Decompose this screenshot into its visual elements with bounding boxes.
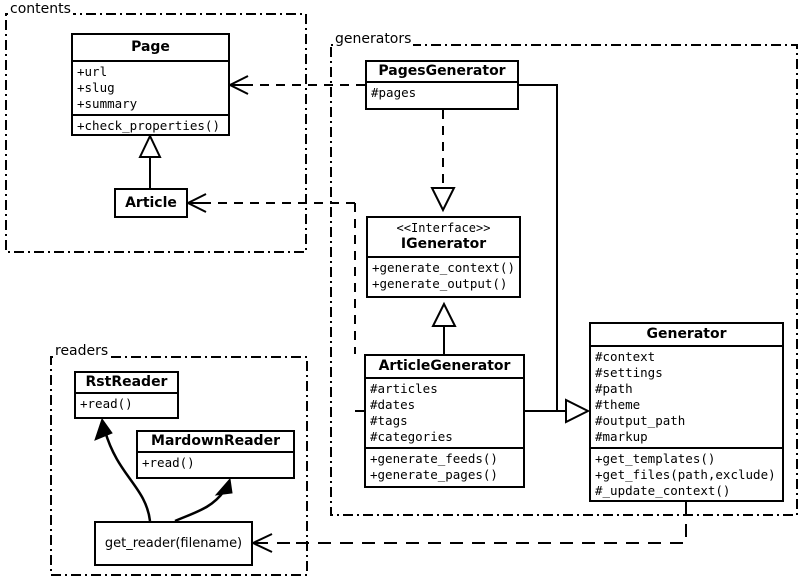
method-row: +read() [80, 396, 133, 411]
class-methods-mardown-reader: +read() [138, 451, 293, 473]
attribute-row: #dates [370, 397, 416, 412]
package-label-contents: contents [8, 1, 73, 17]
class-box-pages-generator[interactable]: PagesGenerator #pages [365, 60, 519, 110]
attribute-row: #tags [370, 413, 408, 428]
class-methods-page: +check_properties() [73, 114, 228, 136]
relation-pagesgenerator-extends-generator [519, 84, 558, 411]
attribute-row: +url [77, 64, 108, 79]
attribute-row: #articles [370, 381, 438, 396]
class-title-article: Article [125, 194, 177, 211]
attribute-row: #output_path [595, 413, 686, 428]
relation-get-reader-creates-rstreader [94, 417, 152, 522]
class-attributes-article-generator: #articles #dates #tags #categories [366, 377, 523, 447]
method-row: #_update_context() [595, 483, 731, 498]
method-row: +read() [142, 455, 195, 470]
class-box-igenerator[interactable]: <<Interface>> IGenerator +generate_conte… [366, 216, 521, 298]
method-row: +check_properties() [77, 118, 220, 133]
function-box-get-reader[interactable]: get_reader(filename) [94, 521, 253, 566]
method-row: +get_templates() [595, 451, 716, 466]
attribute-row: #path [595, 381, 633, 396]
class-attributes-pages-generator: #pages [367, 81, 517, 103]
class-title-mardown-reader: MardownReader [151, 433, 280, 449]
package-border-readers [50, 356, 308, 576]
attribute-row: #markup [595, 429, 648, 444]
relation-pagesgenerator-uses-page [227, 75, 365, 95]
class-box-article[interactable]: Article [114, 188, 188, 218]
attribute-row: #settings [595, 365, 663, 380]
relation-article-inherits-page [138, 133, 162, 188]
function-label-get-reader: get_reader(filename) [104, 536, 243, 551]
method-row: +generate_output() [372, 276, 508, 291]
class-title-article-generator: ArticleGenerator [378, 358, 511, 374]
class-title-generator: Generator [646, 326, 727, 342]
class-stereotype-igenerator: <<Interface>> [396, 221, 491, 235]
method-row: +get_files(path,exclude) [595, 467, 776, 482]
class-attributes-generator: #context #settings #path #theme #output_… [591, 345, 782, 447]
class-box-rst-reader[interactable]: RstReader +read() [74, 371, 179, 419]
attribute-row: #theme [595, 397, 641, 412]
package-label-readers: readers [53, 343, 111, 359]
class-box-generator[interactable]: Generator #context #settings #path #them… [589, 322, 784, 502]
class-header-igenerator: <<Interface>> IGenerator [368, 218, 519, 256]
package-border-generators [330, 44, 798, 516]
attribute-row: +slug [77, 80, 115, 95]
attribute-row: +summary [77, 96, 138, 111]
class-methods-generator: +get_templates() +get_files(path,exclude… [591, 447, 782, 501]
package-label-generators: generators [333, 31, 414, 47]
class-title-pages-generator: PagesGenerator [378, 63, 506, 79]
relation-pagesgenerator-realizes-igenerator [430, 110, 456, 213]
class-attributes-page: +url +slug +summary [73, 60, 228, 114]
class-title-igenerator: IGenerator [400, 236, 487, 252]
class-methods-rst-reader: +read() [76, 392, 177, 414]
class-title-rst-reader: RstReader [85, 374, 168, 390]
attribute-row: #categories [370, 429, 453, 444]
class-box-article-generator[interactable]: ArticleGenerator #articles #dates #tags … [364, 354, 525, 488]
method-row: +generate_pages() [370, 467, 498, 482]
method-row: +generate_context() [372, 260, 515, 275]
relation-articlegenerator-extends-generator [525, 398, 591, 424]
class-box-page[interactable]: Page +url +slug +summary +check_properti… [71, 33, 230, 136]
class-box-mardown-reader[interactable]: MardownReader +read() [136, 430, 295, 479]
relation-get-reader-creates-mardownreader [174, 477, 233, 523]
class-methods-article-generator: +generate_feeds() +generate_pages() [366, 447, 523, 485]
relation-articlegenerator-uses-article [185, 193, 364, 412]
relation-articlegenerator-extends-igenerator [431, 301, 457, 354]
relation-generator-uses-get-reader [250, 502, 687, 553]
method-row: +generate_feeds() [370, 451, 498, 466]
package-border-contents [5, 13, 307, 253]
attribute-row: #pages [371, 85, 417, 100]
class-title-page: Page [131, 39, 170, 55]
class-methods-igenerator: +generate_context() +generate_output() [368, 256, 519, 294]
attribute-row: #context [595, 349, 656, 364]
